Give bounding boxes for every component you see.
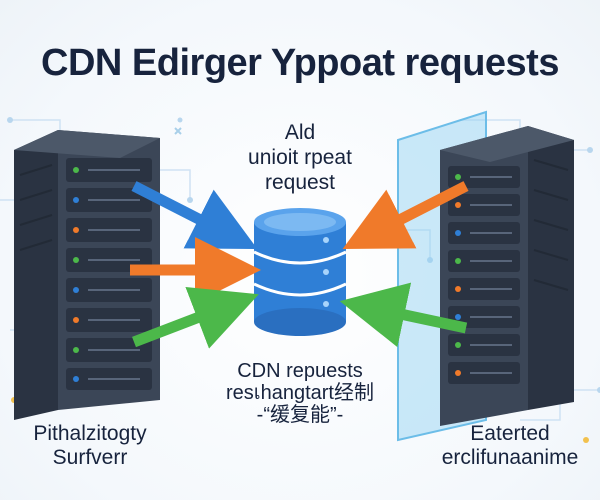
left-server-label-line: Pithalzitogty bbox=[33, 422, 147, 445]
center-top-label-line: unioit rpeat bbox=[248, 146, 352, 169]
center-top-label-line: request bbox=[264, 171, 336, 194]
center-bottom-label-line: -“缓复能”- bbox=[256, 404, 344, 426]
center-top-label: Ald unioit rpeat request bbox=[190, 120, 410, 195]
right-server-label-line: Eaterted bbox=[470, 422, 550, 445]
right-server-label: Eaterted erclifunaanime bbox=[420, 422, 600, 470]
center-bottom-label-line: CDN repuests bbox=[237, 360, 363, 382]
center-bottom-label-line: resเhangtart经制 bbox=[225, 382, 374, 404]
arrow-left-green bbox=[132, 286, 259, 349]
center-top-label-line: Ald bbox=[284, 121, 316, 144]
right-server-label-line: erclifunaanime bbox=[441, 446, 579, 469]
left-server-label: Pithalzitogty Surfverr bbox=[0, 422, 180, 470]
center-bottom-label: CDN repuests resเhangtart经制 -“缓复能”- bbox=[170, 360, 430, 426]
arrow-right-green bbox=[339, 282, 468, 348]
left-server-label-line: Surfverr bbox=[52, 446, 128, 469]
diagram-title: CDN Edirger Yppoat requests bbox=[41, 42, 559, 84]
arrow-left-blue bbox=[131, 181, 258, 250]
arrow-right-orange bbox=[342, 181, 469, 250]
